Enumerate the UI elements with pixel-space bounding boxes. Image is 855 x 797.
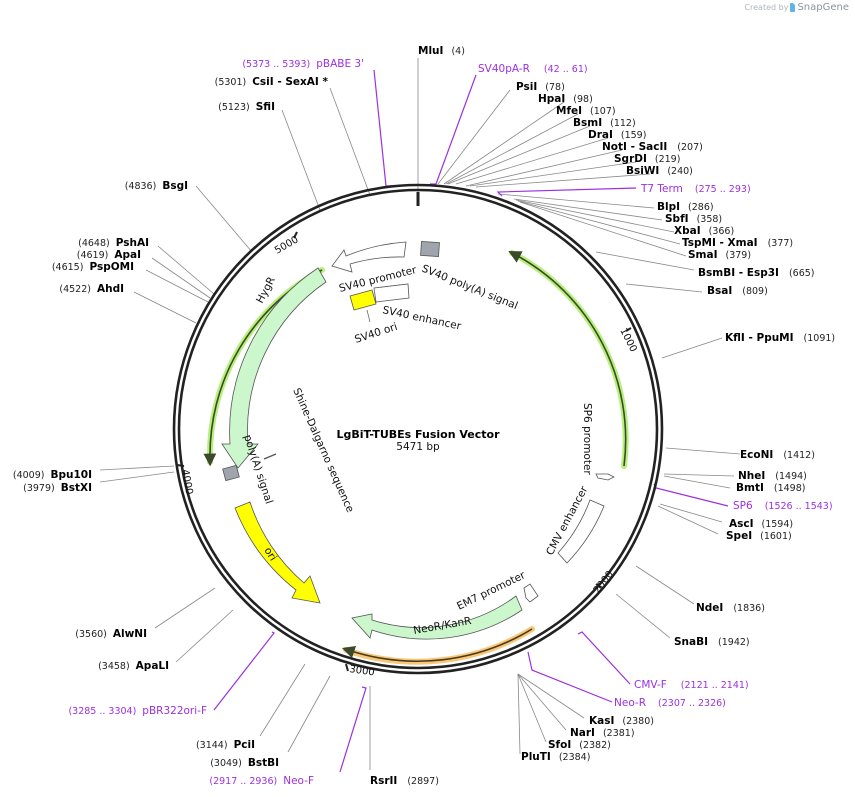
enzyme-pshai[interactable]: (4648)PshAI (78, 237, 149, 249)
enzyme-sfoi[interactable]: SfoI(2382) (548, 739, 611, 751)
enzyme-blpi[interactable]: BlpI(286) (657, 201, 714, 213)
shine-dalgarno-mark (263, 453, 277, 460)
sv40-polya-label: SV40 poly(A) signal (420, 263, 520, 313)
enzyme-bsmi[interactable]: BsmI(112) (573, 117, 636, 129)
sv40-promoter-feature[interactable] (331, 241, 407, 273)
enzyme-psii[interactable]: PsiI(78) (516, 81, 565, 93)
credit-prefix: Created by (744, 3, 789, 12)
enzyme-tspmi-xmai[interactable]: TspMI - XmaI(377) (682, 237, 793, 249)
credit-brand: SnapGene (797, 2, 849, 13)
enzyme-nhei[interactable]: NheI(1494) (738, 470, 807, 482)
primer-pbr322ori-f[interactable]: (3285 .. 3304)pBR322ori-F (68, 705, 207, 717)
enzyme-nari[interactable]: NarI(2381) (570, 727, 635, 739)
primer-labels: (5373 .. 5393)pBABE 3' SV40pA-R(42 .. 61… (68, 58, 832, 787)
enzyme-ahdi[interactable]: (4522)AhdI (59, 283, 124, 295)
shine-dalgarno-label: Shine-Dalgarno sequence (290, 386, 356, 514)
enzyme-leader-lines (99, 58, 741, 770)
map-length: 5471 bp (396, 441, 440, 453)
orange-orf-arrow (341, 628, 533, 663)
snapgene-logo-icon (790, 3, 796, 12)
snapgene-credit: Created by SnapGene (744, 2, 849, 13)
enzyme-sfii[interactable]: (5123)SfiI (218, 101, 275, 113)
enzyme-bsmbi-esp3i[interactable]: BsmBI - Esp3I(665) (698, 267, 814, 279)
enzyme-econi[interactable]: EcoNI(1412) (740, 449, 815, 461)
enzyme-labels: MluI(4) PsiI(78) HpaI(98) MfeI(107) BsmI… (13, 45, 835, 787)
enzyme-bsiwi[interactable]: BsiWI(240) (626, 165, 693, 177)
svg-text:2000: 2000 (592, 569, 616, 596)
backbone-inner (177, 188, 659, 670)
primer-sv40pa-r[interactable]: SV40pA-R(42 .. 61) (478, 63, 588, 75)
enzyme-apali[interactable]: (3458)ApaLI (98, 660, 169, 672)
neor-kanr-feature[interactable] (351, 595, 523, 640)
orf-right-arrow (508, 250, 627, 467)
enzyme-mfei[interactable]: MfeI(107) (556, 105, 616, 117)
enzyme-noti-sacii[interactable]: NotI - SacII(207) (602, 141, 703, 153)
svg-text:5000: 5000 (273, 234, 301, 256)
enzyme-mlui[interactable]: MluI(4) (418, 45, 465, 57)
primer-neo-f[interactable]: (2917 .. 2936)Neo-F (209, 775, 314, 787)
primer-pbabe3[interactable]: (5373 .. 5393)pBABE 3' (242, 58, 364, 70)
svg-text:3000: 3000 (349, 664, 376, 678)
enzyme-drai[interactable]: DraI(159) (588, 129, 646, 141)
hygr-feature[interactable] (221, 267, 327, 469)
enzyme-sgrdi[interactable]: SgrDI(219) (614, 153, 680, 165)
enzyme-asci[interactable]: AscI(1594) (729, 518, 793, 530)
em7-promoter-feature[interactable] (523, 583, 539, 603)
enzyme-csii-sexai[interactable]: (5301)CsiI - SexAI * (215, 76, 329, 88)
enzyme-bsai[interactable]: BsaI(809) (707, 285, 768, 297)
enzyme-bstbi[interactable]: (3049)BstBI (210, 757, 279, 769)
enzyme-bstxi[interactable]: (3979)BstXI (23, 482, 92, 494)
enzyme-pspomi[interactable]: (4615)PspOMI (52, 261, 134, 273)
svg-text:4000: 4000 (179, 469, 194, 496)
enzyme-pluti[interactable]: PluTI(2384) (521, 751, 590, 763)
sv40-ori-label: SV40 ori (353, 321, 399, 346)
sv40-polya-feature[interactable] (420, 240, 440, 258)
enzyme-apai[interactable]: (4619)ApaI (77, 249, 141, 261)
enzyme-pcii[interactable]: (3144)PciI (196, 739, 255, 751)
enzyme-kfli-ppumi[interactable]: KflI - PpuMI(1091) (725, 332, 835, 344)
enzyme-bsgi[interactable]: (4836)BsgI (125, 180, 188, 192)
enzyme-spei[interactable]: SpeI(1601) (726, 530, 792, 542)
enzyme-alwni[interactable]: (3560)AlwNI (75, 628, 147, 640)
cmv-enhancer-feature[interactable] (557, 499, 605, 564)
enzyme-snabi[interactable]: SnaBI(1942) (674, 636, 750, 648)
primer-cmv-f[interactable]: CMV-F(2121 .. 2141) (634, 679, 749, 691)
sv40-ori-feature[interactable] (349, 289, 377, 311)
map-title: LgBiT-TUBEs Fusion Vector (336, 428, 500, 441)
enzyme-bmti[interactable]: BmtI(1498) (736, 482, 805, 494)
sv40-enhancer-feature[interactable] (373, 283, 410, 303)
enzyme-rsrii[interactable]: RsrII(2897) (370, 775, 439, 787)
sp6-promoter-feature[interactable] (595, 473, 615, 481)
enzyme-hpai[interactable]: HpaI(98) (538, 93, 593, 105)
primer-t7-term[interactable]: T7 Term(275 .. 293) (640, 183, 751, 195)
enzyme-bpu10i[interactable]: (4009)Bpu10I (13, 469, 92, 481)
backbone-outer (172, 183, 664, 675)
polya-feature-left[interactable] (222, 464, 240, 482)
primer-neo-r[interactable]: Neo-R(2307 .. 2326) (614, 697, 726, 709)
enzyme-sbfi[interactable]: SbfI(358) (665, 213, 722, 225)
enzyme-smai[interactable]: SmaI(379) (688, 249, 751, 261)
ori-feature[interactable] (234, 501, 321, 604)
enzyme-xbai[interactable]: XbaI(366) (674, 225, 734, 237)
enzyme-ndei[interactable]: NdeI(1836) (696, 602, 765, 614)
primer-sp6[interactable]: SP6(1526 .. 1543) (733, 500, 833, 512)
enzyme-kasi[interactable]: KasI(2380) (589, 715, 654, 727)
primer-leader-lines (213, 69, 729, 773)
sp6-promoter-label: SP6 promoter (581, 403, 593, 475)
